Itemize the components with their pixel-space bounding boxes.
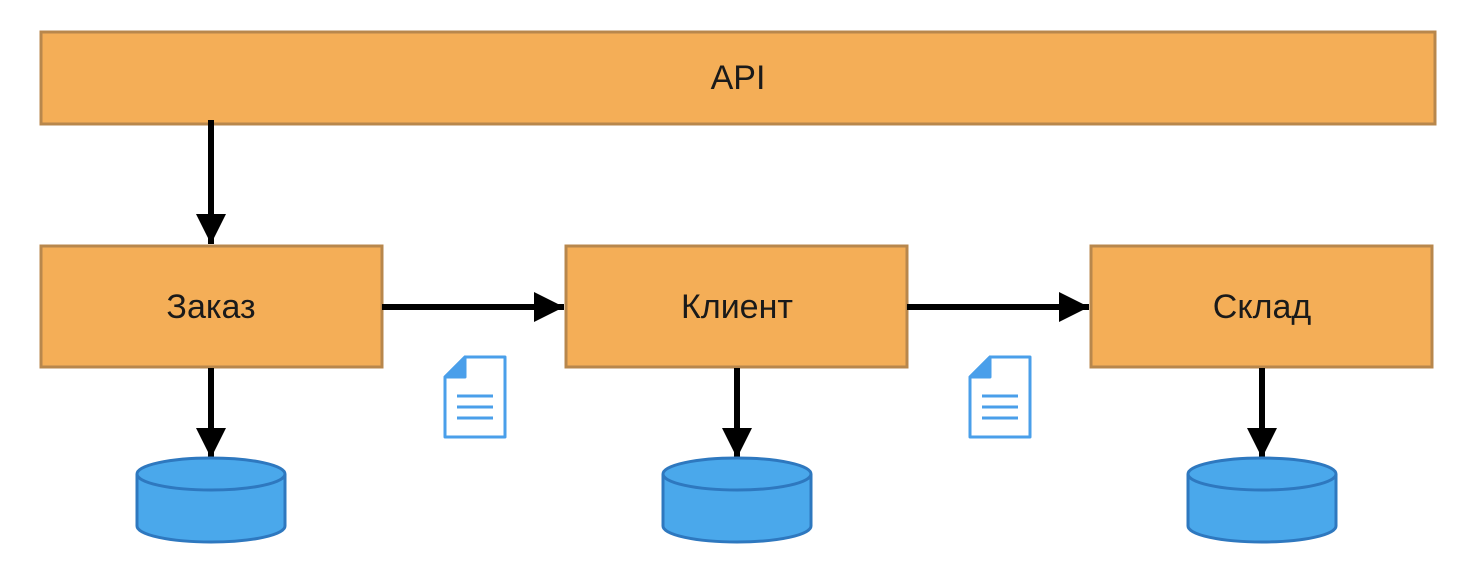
service-client-box [564,244,909,369]
api-box [39,30,1437,126]
service-client-label: Клиент [681,288,793,326]
database-icon [1186,456,1338,544]
service-order-label: Заказ [166,288,255,326]
service-client: Клиент [564,244,909,369]
arrows [196,120,1277,458]
document-icon [443,355,507,439]
database-icon [135,456,287,544]
api-layer: API [39,30,1437,126]
service-order-box [39,244,384,369]
document-icon [968,355,1032,439]
service-warehouse: Склад [1089,244,1434,369]
database-icon [661,456,813,544]
api-label: API [711,59,766,97]
service-warehouse-label: Склад [1213,288,1312,326]
service-warehouse-box [1089,244,1434,369]
service-order: Заказ [39,244,384,369]
